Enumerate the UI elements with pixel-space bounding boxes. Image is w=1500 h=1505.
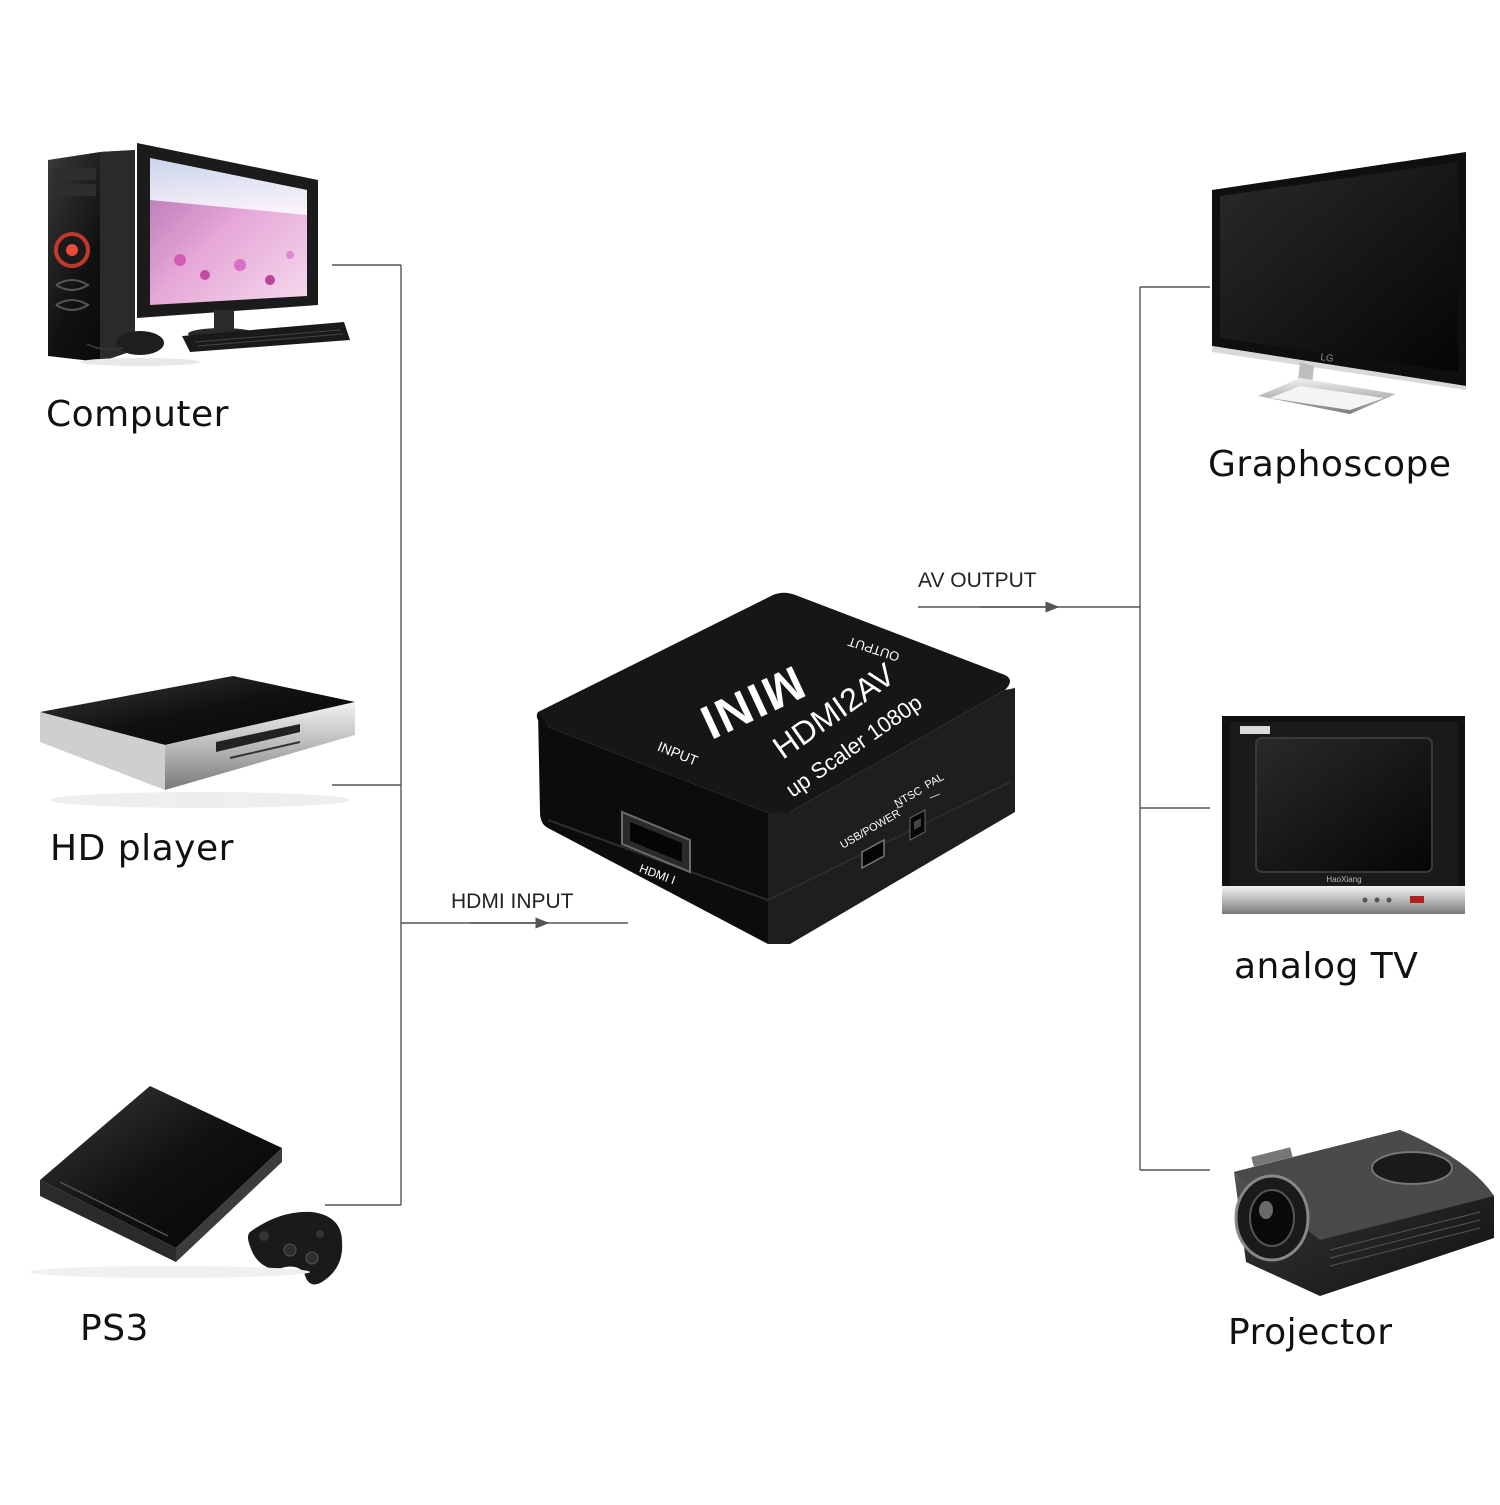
dvd-player-icon (40, 676, 355, 808)
monitor-brand-logo: LG (1320, 352, 1335, 365)
flat-monitor-icon: LG (1212, 152, 1466, 414)
computer-icon (48, 143, 350, 366)
analog-tv-label: analog TV (1234, 946, 1419, 987)
hdmi-input-label: HDMI INPUT (451, 890, 574, 913)
computer-label: Computer (46, 394, 229, 435)
projector-label: Projector (1228, 1312, 1393, 1353)
graphoscope-label: Graphoscope (1208, 444, 1452, 485)
hd-player-label: HD player (50, 828, 234, 869)
tv-brand-logo: HaoXiang (1326, 875, 1361, 884)
av-output-label: AV OUTPUT (918, 569, 1037, 592)
projector-icon (1234, 1130, 1494, 1296)
crt-tv-icon: HaoXiang (1222, 716, 1465, 914)
input-connectors (325, 264, 628, 1206)
hdmi2av-converter: MINI HDMI2AV up Scaler 1080p INPUT OUTPU… (536, 592, 1015, 944)
output-connectors (918, 286, 1210, 1171)
ps3-label: PS3 (80, 1308, 149, 1349)
game-console-icon (30, 1086, 343, 1285)
